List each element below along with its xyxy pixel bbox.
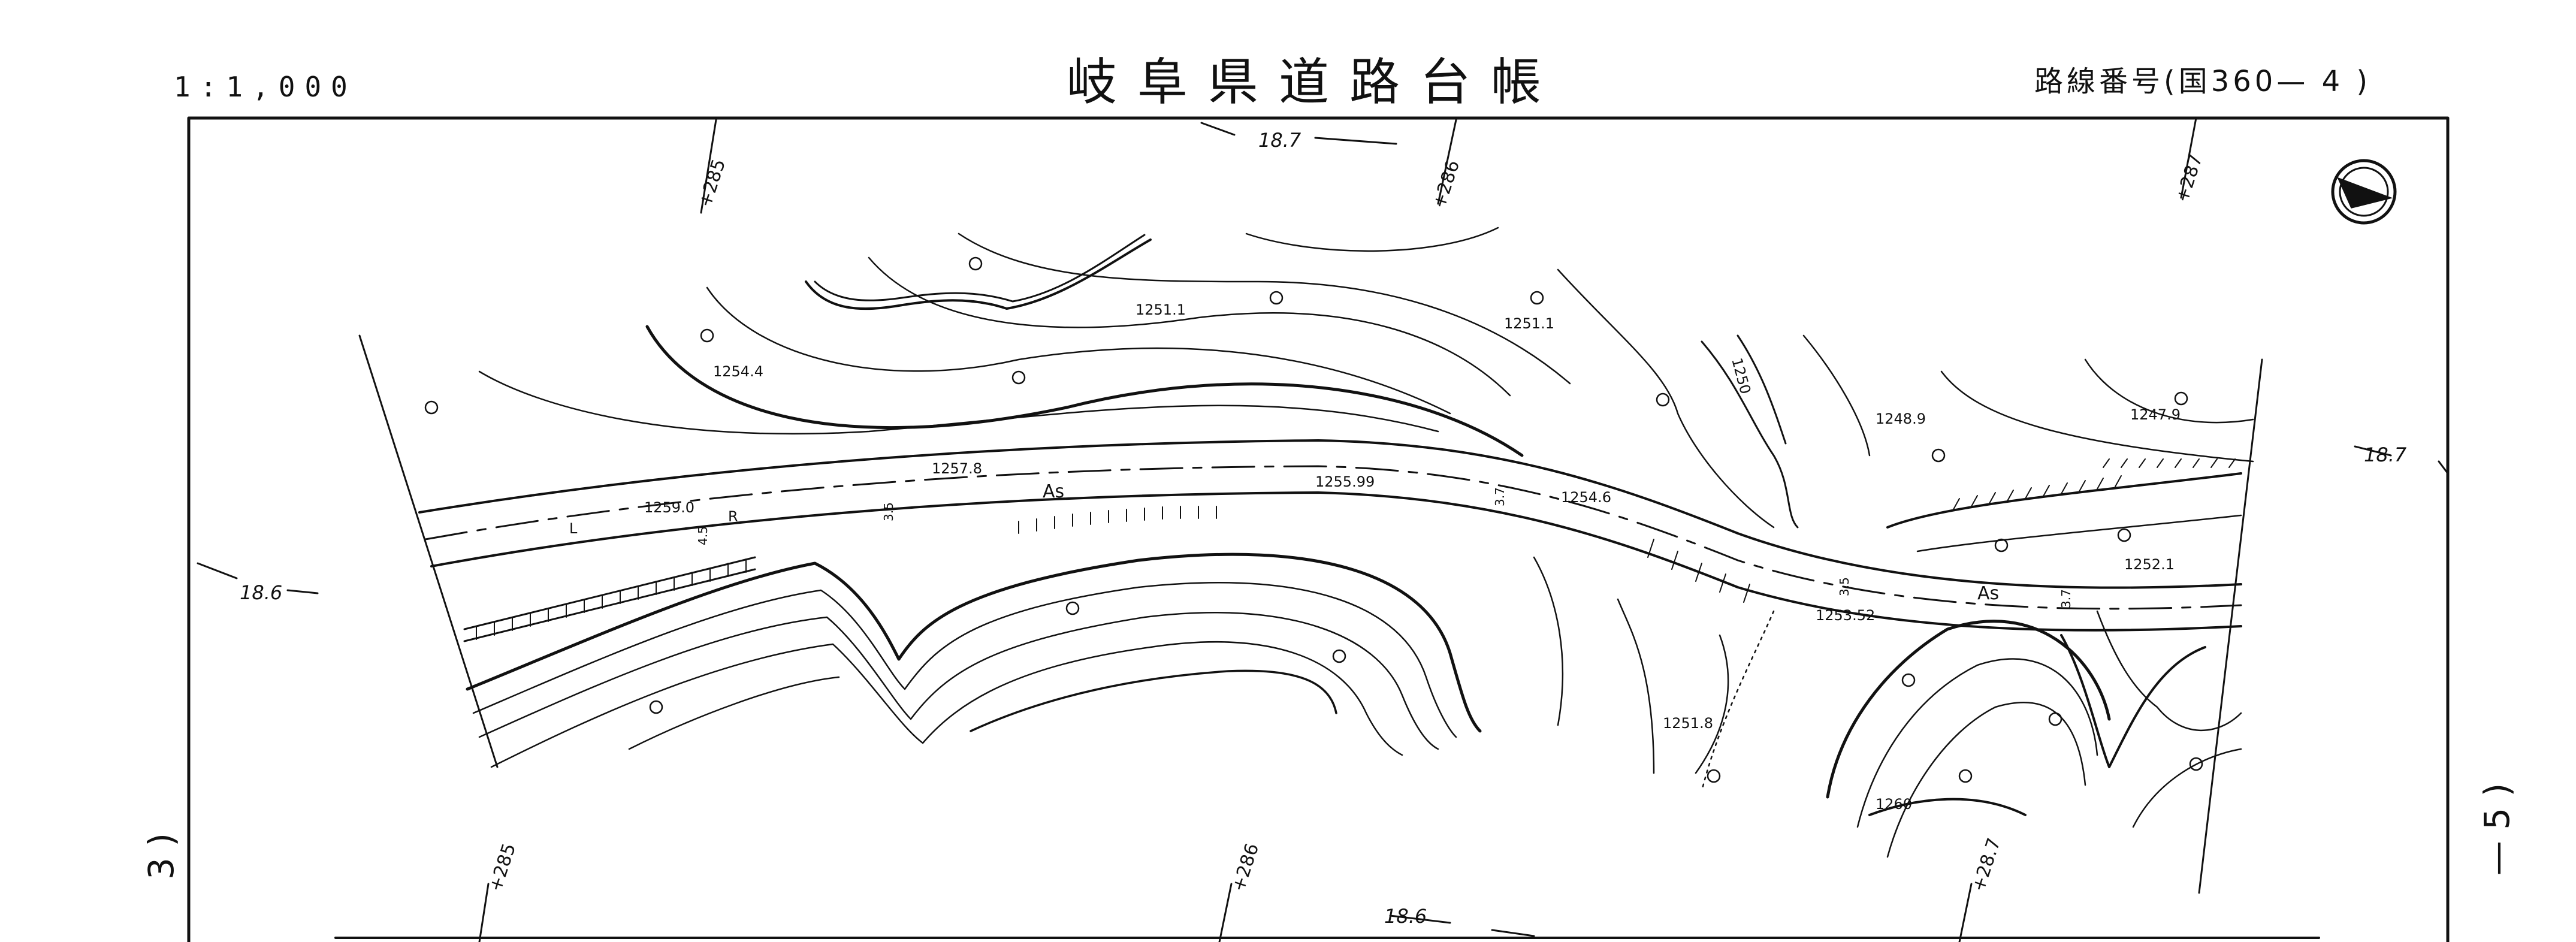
elevation-label: 1254.6 [1561,489,1611,506]
elevation-label: 1250 [1728,356,1754,395]
north-arrow-icon [2331,159,2397,225]
road-edge-lower [430,491,2242,632]
contour-1250 [1737,334,1787,445]
tree-symbol [2117,528,2131,542]
width-label: 3.7 [2059,589,2073,608]
distance-label-top: 18.7 [1258,129,1301,152]
contour-line [645,325,1524,457]
distance-label-right: 18.7 [2364,443,2407,466]
tree-symbol [424,400,439,415]
elevation-label: 1254.4 [713,363,763,380]
width-label: 3.5 [1837,577,1852,596]
tree-symbol [2189,757,2203,771]
distance-mark-bottom [1389,914,1535,937]
road-edge-label-right: R [728,508,738,525]
elevation-label: 1259.0 [644,499,694,516]
station-label-bottom-286: +286 [1228,841,1263,894]
elevation-label: 1248.9 [1876,410,1926,427]
tree-symbol [649,700,663,714]
station-tick-bottom-286 [1218,883,1233,942]
road-edge-upper [418,439,2242,589]
station-label-top-285: +285 [694,156,730,210]
tree-symbol [1269,291,1284,305]
distance-mark-top [1200,122,1397,145]
tree-symbol [2174,391,2188,406]
elevation-label: 1257.8 [932,460,982,477]
distance-label-bottom: 18.6 [1384,905,1427,928]
slope-hatching [1018,506,1217,534]
stream [805,238,1152,310]
tree-symbol [1332,649,1346,663]
route-number: 路線番号(国360— 4 ) [2034,65,2372,98]
tree-symbol [1530,291,1544,305]
map-title: 岐阜県道路台帳 [1067,53,1562,111]
guard-rail [463,556,756,642]
tree-symbol [1656,393,1670,407]
station-tick-bottom-287 [1958,883,1973,942]
elevation-label: 1251.8 [1663,715,1713,732]
width-label: 3.7 [1493,487,1507,506]
map-scale: 1:1,000 [174,71,357,103]
tree-symbol [1901,673,1916,687]
tree-symbol [1994,538,2009,552]
width-label: 4.5 [696,526,710,545]
road-surface-label: As [1043,481,1064,502]
elevation-label: 1251.1 [1136,301,1186,318]
road-edge-label-left: L [569,520,578,537]
tree-symbol [1931,448,1946,463]
survey-boundary-left [358,334,499,768]
station-label-bottom-285: +285 [485,841,520,894]
distance-mark-left [197,562,319,594]
tree-symbol [2048,712,2062,726]
tree-symbol [968,256,983,271]
station-label-bottom-287: +28.7 [1968,835,2005,894]
contour-line [466,552,1482,733]
distance-label-left: 18.6 [240,581,282,604]
station-label-top-287: +287 [2172,152,2207,205]
elevation-label: 1251.1 [1504,315,1554,332]
station-label-top-286: +286 [1429,158,1464,211]
station-tick-top-286 [1437,119,1457,205]
station-tick-top-285 [700,119,717,214]
elevation-label: 1252.1 [2124,556,2175,573]
distance-mark-right [2354,445,2449,475]
elevation-label: 1253.52 [1816,607,1875,624]
elevation-label: 1247.9 [2130,406,2181,423]
tree-symbol [1011,370,1026,385]
road-centerline [424,465,2242,610]
width-label: 3.5 [881,502,896,521]
tree-symbol [1707,769,1721,783]
tree-symbol [1958,769,1973,783]
map-frame [187,116,2450,942]
road-surface-label: As [1977,583,1999,604]
station-tick-top-287 [2180,117,2197,199]
elevation-label: 1255.99 [1315,473,1375,490]
tree-symbol [1065,601,1080,615]
elevation-label: 1260 [1876,796,1912,813]
station-tick-bottom-285 [478,883,490,942]
tree-symbol [700,328,714,343]
